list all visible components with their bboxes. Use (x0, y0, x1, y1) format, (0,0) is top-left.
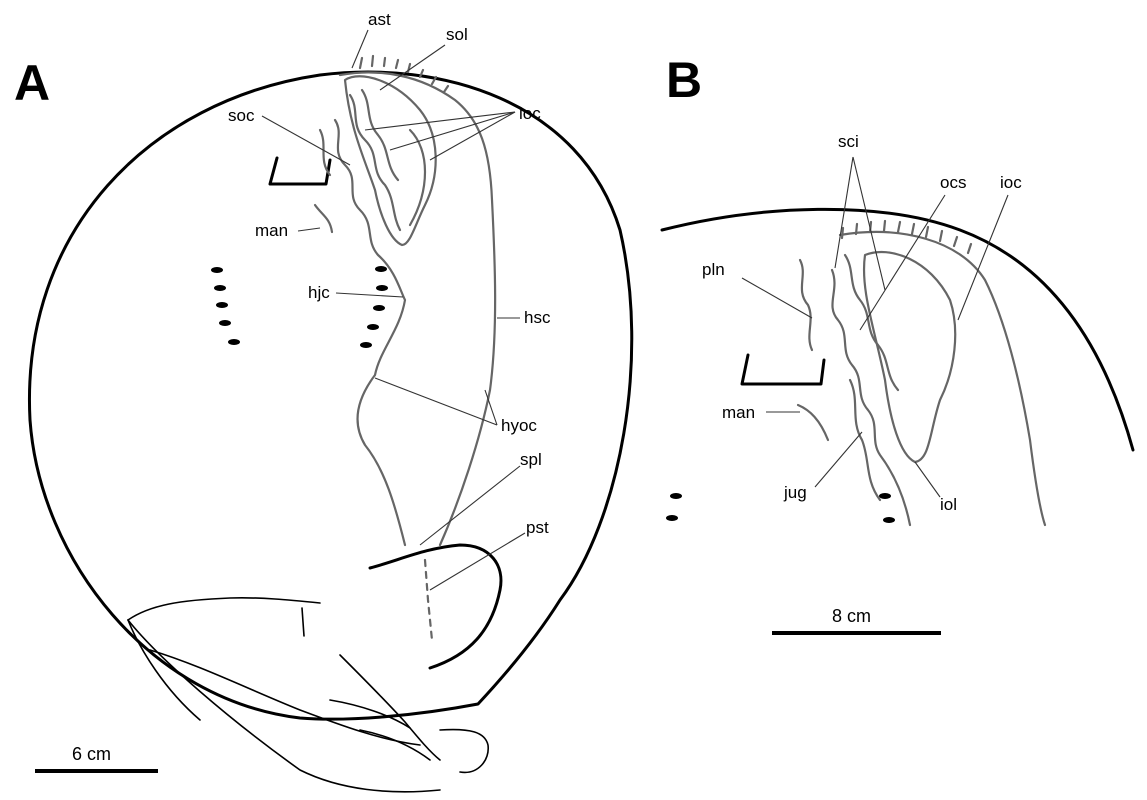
panel-b-letter: B (666, 52, 702, 108)
label-pst: pst (526, 518, 549, 537)
panel-a-notch (270, 158, 330, 184)
label-ocs: ocs (940, 173, 966, 192)
panel-a-scale-bar: 6 cm (35, 744, 158, 771)
label-man-b: man (722, 403, 755, 422)
panel-b-scale-bar: 8 cm (772, 606, 941, 633)
panel-b-scale-label: 8 cm (832, 606, 871, 626)
panel-b-notch (742, 355, 824, 384)
label-sol: sol (446, 25, 468, 44)
panel-a-scale-label: 6 cm (72, 744, 111, 764)
panel-a-sensory-canals (315, 56, 495, 640)
label-hyoc: hyoc (501, 416, 537, 435)
label-sci: sci (838, 132, 859, 151)
label-hjc: hjc (308, 283, 330, 302)
panel-a: A (14, 10, 632, 792)
label-man-a: man (255, 221, 288, 240)
label-soc: soc (228, 106, 255, 125)
label-spl: spl (520, 450, 542, 469)
label-ioc-a: ioc (519, 104, 541, 123)
panel-a-letter: A (14, 55, 50, 111)
label-ast: ast (368, 10, 391, 29)
panel-a-pit-marks (211, 266, 388, 348)
panel-a-labels: ast sol ioc soc man hjc hsc hyoc spl pst (228, 10, 551, 537)
panel-b-labels: sci ocs ioc pln man jug iol (702, 132, 1022, 514)
panel-b: B (662, 52, 1133, 633)
label-hsc: hsc (524, 308, 551, 327)
label-iol: iol (940, 495, 957, 514)
panel-a-skull-outline (29, 72, 631, 719)
panel-a-jaw (128, 545, 501, 792)
label-jug: jug (783, 483, 807, 502)
label-pln: pln (702, 260, 725, 279)
panel-b-pit-marks (666, 493, 895, 523)
label-ioc-b: ioc (1000, 173, 1022, 192)
